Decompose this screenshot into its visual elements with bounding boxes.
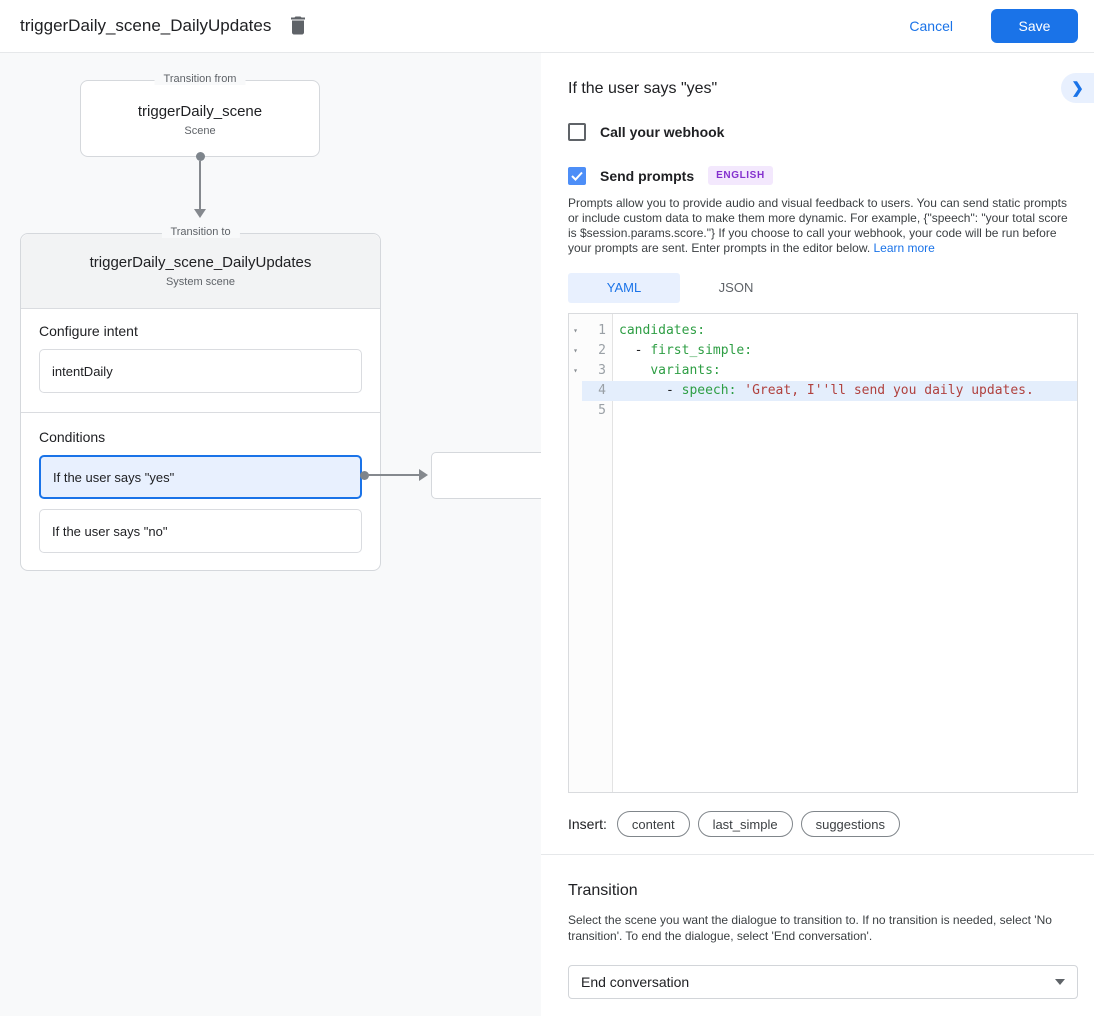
- checkmark-icon: [571, 171, 583, 181]
- insert-row: Insert: content last_simple suggestions: [568, 811, 1078, 837]
- code-line: ▾ 3 variants:: [569, 361, 1077, 381]
- connector-dot: [360, 471, 369, 480]
- condition-item-yes[interactable]: If the user says "yes": [39, 455, 362, 499]
- tab-yaml[interactable]: YAML: [568, 273, 680, 303]
- learn-more-link[interactable]: Learn more: [873, 241, 935, 255]
- prompt-code-editor[interactable]: ▾ 1 candidates: ▾ 2 - first_simple: ▾ 3 …: [568, 313, 1078, 793]
- code-text: -: [619, 343, 651, 358]
- code-line: ▾ 2 - first_simple:: [569, 341, 1077, 361]
- intent-name: intentDaily: [52, 363, 113, 379]
- send-prompts-checkbox[interactable]: [568, 166, 586, 185]
- chevron-right-icon: ❯: [1071, 80, 1084, 97]
- call-webhook-checkbox[interactable]: [568, 123, 586, 141]
- connector-arrowhead-icon: [419, 469, 428, 481]
- to-scene-type: System scene: [165, 276, 236, 288]
- insert-label: Insert:: [568, 816, 607, 832]
- fold-arrow-icon[interactable]: [569, 401, 582, 421]
- panel-divider: [541, 854, 1094, 855]
- transition-from-node[interactable]: Transition from triggerDaily_scene Scene: [80, 73, 320, 157]
- delete-scene-button[interactable]: [289, 15, 307, 38]
- transition-description: Select the scene you want the dialogue t…: [568, 913, 1052, 943]
- to-scene-header: triggerDaily_scene_DailyUpdates System s…: [21, 234, 380, 309]
- code-text: -: [619, 383, 682, 398]
- panel-title: If the user says "yes": [568, 80, 718, 97]
- insert-chip-content[interactable]: content: [616, 811, 690, 837]
- insert-chip-last-simple[interactable]: last_simple: [697, 811, 793, 837]
- trash-icon: [289, 15, 307, 38]
- line-number: 1: [598, 323, 606, 338]
- fold-arrow-icon[interactable]: ▾: [573, 366, 578, 375]
- line-number: 2: [598, 343, 606, 358]
- page-title: triggerDaily_scene_DailyUpdates: [20, 16, 272, 35]
- fold-arrow-icon[interactable]: ▾: [573, 326, 578, 335]
- code-line: ▾ 1 candidates:: [569, 321, 1077, 341]
- tab-json[interactable]: JSON: [718, 280, 754, 295]
- code-key: speech:: [681, 383, 745, 398]
- editor-format-tabs: YAML JSON: [568, 273, 1078, 303]
- transition-select[interactable]: End conversation: [568, 965, 1078, 999]
- connector-line: [199, 161, 201, 210]
- send-prompts-row: Send prompts ENGLISH: [568, 166, 1078, 185]
- cancel-button[interactable]: Cancel: [893, 10, 969, 42]
- language-badge: ENGLISH: [708, 166, 773, 185]
- connector-dot: [196, 152, 205, 161]
- code-string: 'Great, I''ll send you daily updates.: [744, 383, 1034, 398]
- connector-line: [367, 474, 420, 476]
- conditions-label: Conditions: [39, 429, 106, 445]
- code-text: [619, 363, 650, 378]
- scene-flow-canvas: Transition from triggerDaily_scene Scene…: [0, 53, 541, 1016]
- prompts-description-text: Prompts allow you to provide audio and v…: [568, 196, 1068, 255]
- code-line: 5: [569, 401, 1077, 421]
- transition-target-node[interactable]: [431, 452, 541, 499]
- line-number: 5: [598, 403, 606, 418]
- save-button[interactable]: Save: [991, 9, 1078, 43]
- insert-chip-suggestions[interactable]: suggestions: [800, 811, 900, 837]
- code-key: first_simple:: [650, 343, 753, 358]
- webhook-row: Call your webhook: [568, 123, 1078, 141]
- transition-to-node[interactable]: Transition to triggerDaily_scene_DailyUp…: [20, 226, 381, 571]
- transition-heading: Transition: [568, 882, 638, 899]
- prompts-description: Prompts allow you to provide audio and v…: [568, 196, 1078, 256]
- connector-arrowhead-icon: [194, 209, 206, 218]
- condition-editor-panel: If the user says "yes" ❯ Call your webho…: [541, 53, 1094, 1016]
- top-bar: triggerDaily_scene_DailyUpdates Cancel S…: [0, 0, 1094, 53]
- line-number: 4: [582, 381, 613, 401]
- transition-to-legend: Transition to: [161, 226, 240, 238]
- transition-selected-value: End conversation: [581, 974, 690, 990]
- from-scene-type: Scene: [184, 125, 216, 137]
- send-prompts-label: Send prompts: [600, 167, 695, 184]
- line-number: 3: [598, 363, 606, 378]
- node-divider: [21, 412, 380, 413]
- transition-from-legend: Transition from: [154, 73, 246, 85]
- from-scene-name: triggerDaily_scene: [137, 103, 263, 120]
- intent-item[interactable]: intentDaily: [39, 349, 362, 393]
- fold-arrow-icon[interactable]: [569, 381, 582, 401]
- code-key: candidates:: [619, 323, 706, 338]
- configure-intent-label: Configure intent: [39, 323, 138, 339]
- code-key: variants:: [650, 363, 721, 378]
- condition-item-no[interactable]: If the user says "no": [39, 509, 362, 553]
- condition-label: If the user says "yes": [53, 469, 175, 485]
- call-webhook-label: Call your webhook: [600, 124, 725, 140]
- condition-label: If the user says "no": [52, 523, 168, 539]
- to-scene-name: triggerDaily_scene_DailyUpdates: [89, 254, 312, 271]
- code-line-active: 4 - speech: 'Great, I''ll send you daily…: [569, 381, 1077, 401]
- dropdown-caret-icon: [1055, 979, 1065, 985]
- collapse-panel-button[interactable]: ❯: [1061, 73, 1094, 103]
- fold-arrow-icon[interactable]: ▾: [573, 346, 578, 355]
